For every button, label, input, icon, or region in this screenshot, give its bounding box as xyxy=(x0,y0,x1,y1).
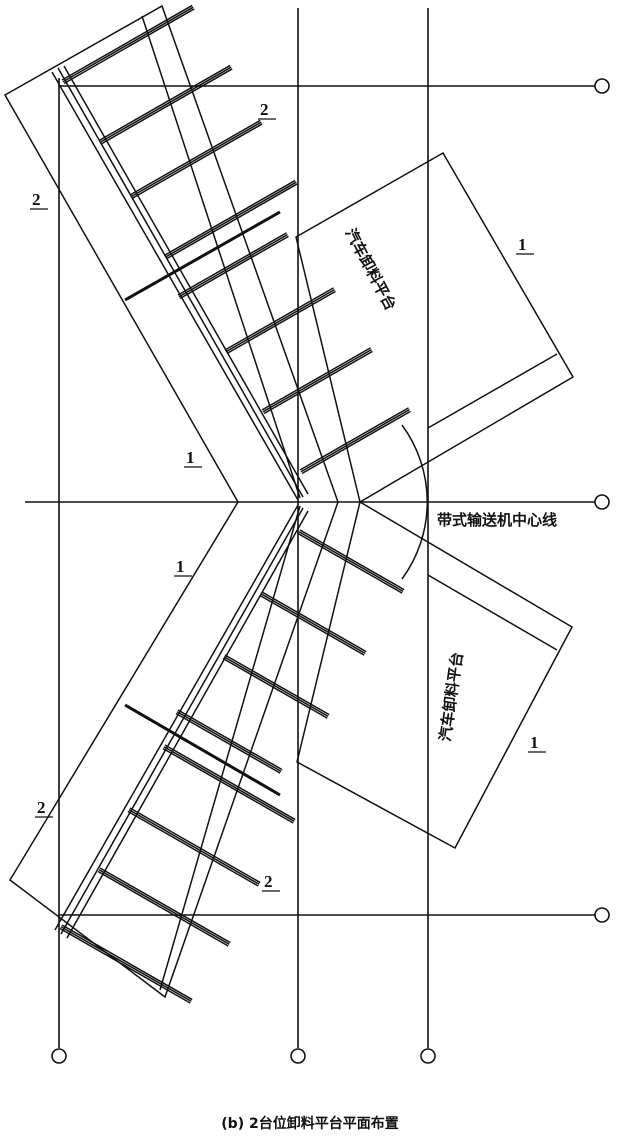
beam-line xyxy=(299,529,405,591)
axis-grid xyxy=(25,8,610,1064)
axis-bubble xyxy=(594,78,610,94)
upper-unloading-platform xyxy=(295,151,575,504)
beam-line xyxy=(131,123,263,200)
lower-platform-label: 汽车卸料平台 xyxy=(436,651,466,743)
upper-arm-track xyxy=(63,65,309,495)
beam-line xyxy=(178,233,288,298)
beam-line xyxy=(101,68,233,145)
axis-bubble xyxy=(420,1048,436,1064)
beam-line xyxy=(129,807,261,884)
turning-arc xyxy=(401,424,429,580)
beam-line xyxy=(59,927,191,1004)
beam-line xyxy=(164,179,296,256)
beam-line xyxy=(61,924,193,1001)
beam-line xyxy=(175,712,281,774)
lower-arm-track xyxy=(66,510,309,939)
beam-line xyxy=(261,591,367,653)
marker-label: 1 xyxy=(186,448,195,467)
beam-line xyxy=(222,657,328,719)
upper-arm-inner-edge xyxy=(141,15,301,499)
beam-line xyxy=(260,593,366,655)
beam-line xyxy=(97,870,229,947)
lower-arm-divider xyxy=(124,703,281,797)
platform-inner-line xyxy=(427,574,558,651)
beam-line xyxy=(225,288,335,353)
lower-arm-outline xyxy=(9,501,339,999)
beam-line xyxy=(177,709,283,771)
marker-label: 2 xyxy=(37,798,46,817)
beam-line xyxy=(99,867,231,944)
lower-arm-track xyxy=(60,507,304,935)
beam-line xyxy=(127,810,259,887)
beam-line xyxy=(298,531,404,593)
upper-arm-track xyxy=(57,67,304,498)
beam-line xyxy=(179,235,289,300)
structure xyxy=(3,4,575,1004)
axis-bubble xyxy=(594,494,610,510)
figure-caption: (b) 2台位卸料平台平面布置 xyxy=(221,1115,398,1132)
beam-line xyxy=(166,183,298,260)
lower-arm-track xyxy=(54,504,299,931)
beam-line xyxy=(165,181,297,258)
beam-line xyxy=(177,232,287,296)
beam-line xyxy=(61,4,193,81)
beam-line xyxy=(224,654,330,716)
beam-line xyxy=(263,350,373,415)
conveyor-centerline-label: 带式输送机中心线 xyxy=(437,511,557,529)
upper-arm-divider xyxy=(124,210,281,302)
beam-line xyxy=(176,711,282,773)
upper-platform-label: 汽车卸料平台 xyxy=(341,225,399,313)
axis-bubble xyxy=(594,907,610,923)
lower-arm-inner-edge xyxy=(159,505,301,991)
beam-line xyxy=(128,809,260,885)
beam-line xyxy=(99,64,231,141)
beam-line xyxy=(162,747,294,824)
beam-line xyxy=(259,594,365,656)
lower-unloading-platform xyxy=(296,500,573,850)
marker-label: 2 xyxy=(260,100,269,119)
beam-line xyxy=(224,287,334,351)
beam-line xyxy=(163,746,295,822)
beam-line xyxy=(262,348,372,413)
axis-bubble xyxy=(51,1048,67,1064)
marker-label: 1 xyxy=(518,235,527,254)
beam-line xyxy=(301,410,411,475)
beam-line xyxy=(299,407,409,471)
marker-label: 1 xyxy=(176,557,185,576)
upper-arm-track xyxy=(51,71,299,501)
beam-line xyxy=(63,8,195,85)
markers: 2 2 1 1 1 2 2 1 xyxy=(30,100,546,892)
beams xyxy=(59,4,411,1004)
beam-line xyxy=(300,408,410,473)
platform-inner-line xyxy=(427,353,558,429)
marker-label: 2 xyxy=(264,872,273,891)
marker-label: 1 xyxy=(530,733,539,752)
beam-line xyxy=(98,869,230,945)
beam-line xyxy=(164,744,296,821)
marker-label: 2 xyxy=(32,190,41,209)
beam-line xyxy=(223,656,329,718)
axis-bubble xyxy=(290,1048,306,1064)
beam-line xyxy=(297,532,403,594)
beam-line xyxy=(62,6,194,83)
beam-line xyxy=(100,66,232,143)
beam-line xyxy=(60,926,192,1002)
beam-line xyxy=(226,290,336,355)
beam-line xyxy=(129,119,261,196)
beam-line xyxy=(261,347,371,411)
beam-line xyxy=(130,121,262,198)
